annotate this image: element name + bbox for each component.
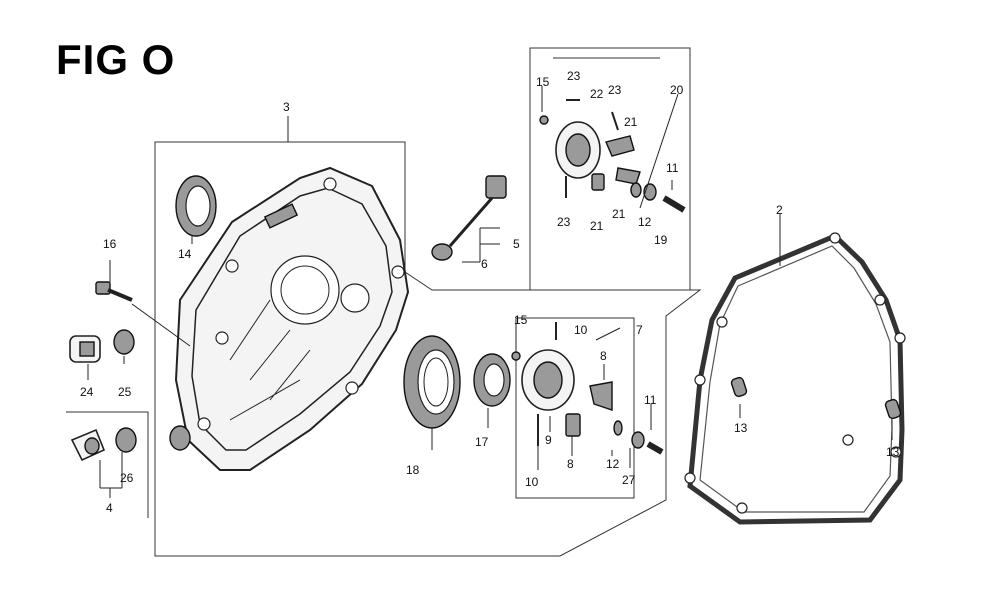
governor-assembly	[539, 99, 641, 198]
callout-10-lower: 10	[525, 475, 539, 489]
oil-filler-cap	[69, 335, 101, 363]
callout-2: 2	[776, 203, 783, 217]
callout-8-upper: 8	[600, 349, 607, 363]
callout-21-a: 21	[624, 115, 638, 129]
callout-4: 4	[106, 501, 113, 515]
crankcase-cover-group-box	[154, 141, 702, 557]
callout-12-lower: 12	[606, 457, 620, 471]
oil-gear-group-box	[515, 317, 635, 499]
crankcase-cover	[169, 166, 410, 471]
callout-13-b: 13	[886, 445, 900, 459]
governor-shaft-lower	[631, 431, 664, 455]
callout-25: 25	[118, 385, 132, 399]
callout-15-lower: 15	[514, 313, 528, 327]
callout-labels: 2 3 4 5 6 7 8 8 9 10 10 11 11 12 12 13 1…	[80, 69, 900, 515]
flange-bolt	[95, 281, 133, 302]
governor-shaft-upper	[643, 183, 686, 213]
callout-16: 16	[103, 237, 117, 251]
callout-3: 3	[283, 100, 290, 114]
dowel-pin-a	[730, 376, 748, 398]
callout-23-a: 23	[567, 69, 581, 83]
callout-17: 17	[475, 435, 489, 449]
callout-21-b: 21	[590, 219, 604, 233]
callout-24: 24	[80, 385, 94, 399]
callout-19: 19	[654, 233, 668, 247]
callout-23-b: 23	[608, 83, 622, 97]
callout-21-c: 21	[612, 207, 626, 221]
needle-bearing	[473, 353, 511, 407]
callout-11-lower: 11	[644, 393, 657, 407]
figure-title: FIG O	[56, 36, 176, 83]
callout-20: 20	[670, 83, 684, 97]
filler-gasket	[113, 329, 135, 355]
oil-seal	[175, 175, 217, 237]
governor-group-box	[529, 47, 691, 291]
drain-washer	[115, 427, 137, 453]
callout-15-upper: 15	[536, 75, 550, 89]
callout-14: 14	[178, 247, 192, 261]
callout-7: 7	[636, 323, 643, 337]
callout-26: 26	[120, 471, 134, 485]
callout-5: 5	[513, 237, 520, 251]
gasket	[684, 232, 906, 525]
callout-10-upper: 10	[574, 323, 588, 337]
oil-gear-assembly	[511, 322, 613, 446]
callout-12-upper: 12	[638, 215, 652, 229]
callout-27: 27	[622, 473, 636, 487]
dowel-pin-b	[884, 398, 902, 420]
callout-8-lower: 8	[567, 457, 574, 471]
callout-9: 9	[545, 433, 552, 447]
drain-bolt-group-box	[66, 411, 149, 518]
callout-11-upper: 11	[666, 161, 679, 175]
drain-plug	[70, 428, 106, 462]
ball-bearing	[403, 335, 461, 429]
callout-18: 18	[406, 463, 420, 477]
washer-lower	[613, 420, 623, 436]
callout-23-c: 23	[557, 215, 571, 229]
callout-22: 22	[590, 87, 604, 101]
callout-6: 6	[481, 257, 488, 271]
leader-lines	[87, 86, 893, 498]
callout-13-a: 13	[734, 421, 748, 435]
washer-upper	[630, 182, 642, 198]
oil-level-gauge	[431, 175, 507, 261]
